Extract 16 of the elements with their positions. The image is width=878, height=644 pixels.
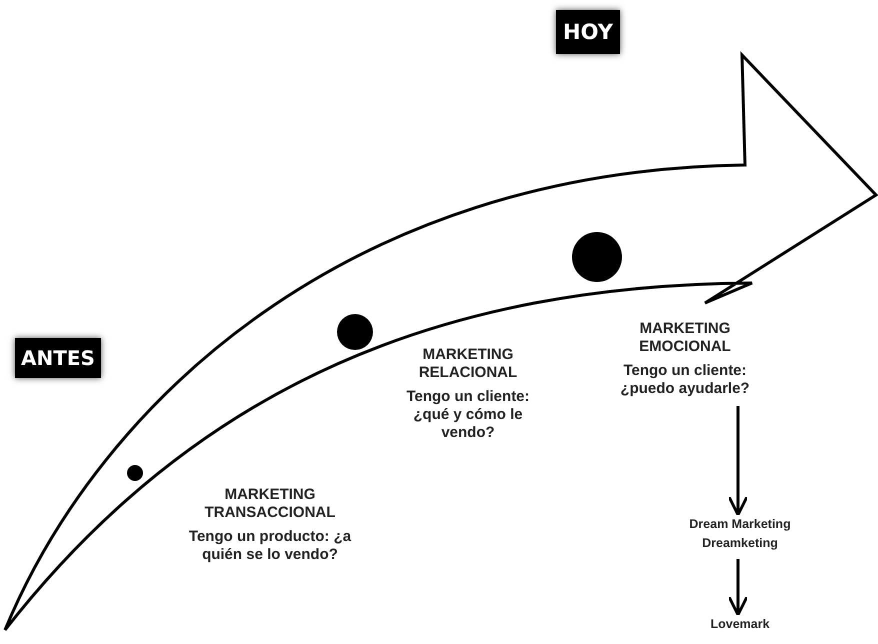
stage-label: Dreamketing — [701, 536, 779, 551]
milestone-dot — [337, 314, 373, 350]
stage-label: Lovemark — [709, 617, 771, 632]
stage-question: Tengo un producto: ¿a quién se lo vendo? — [188, 528, 352, 564]
milestone-dot — [572, 232, 622, 282]
heading-label: HOY — [556, 10, 620, 54]
arrow — [728, 406, 748, 516]
stage-question: Tengo un cliente: ¿puedo ayudarle? — [619, 362, 751, 398]
stage-label: Dream Marketing — [688, 517, 792, 532]
stage-title: MARKETING EMOCIONAL — [638, 320, 732, 356]
heading-label: ANTES — [15, 338, 101, 378]
stage-title: MARKETING TRANSACCIONAL — [204, 486, 336, 522]
stage-question: Tengo un cliente: ¿qué y cómo le vendo? — [405, 388, 531, 442]
stage-title: MARKETING RELACIONAL — [418, 346, 518, 382]
milestone-dot — [127, 465, 143, 481]
arrow — [728, 559, 748, 616]
